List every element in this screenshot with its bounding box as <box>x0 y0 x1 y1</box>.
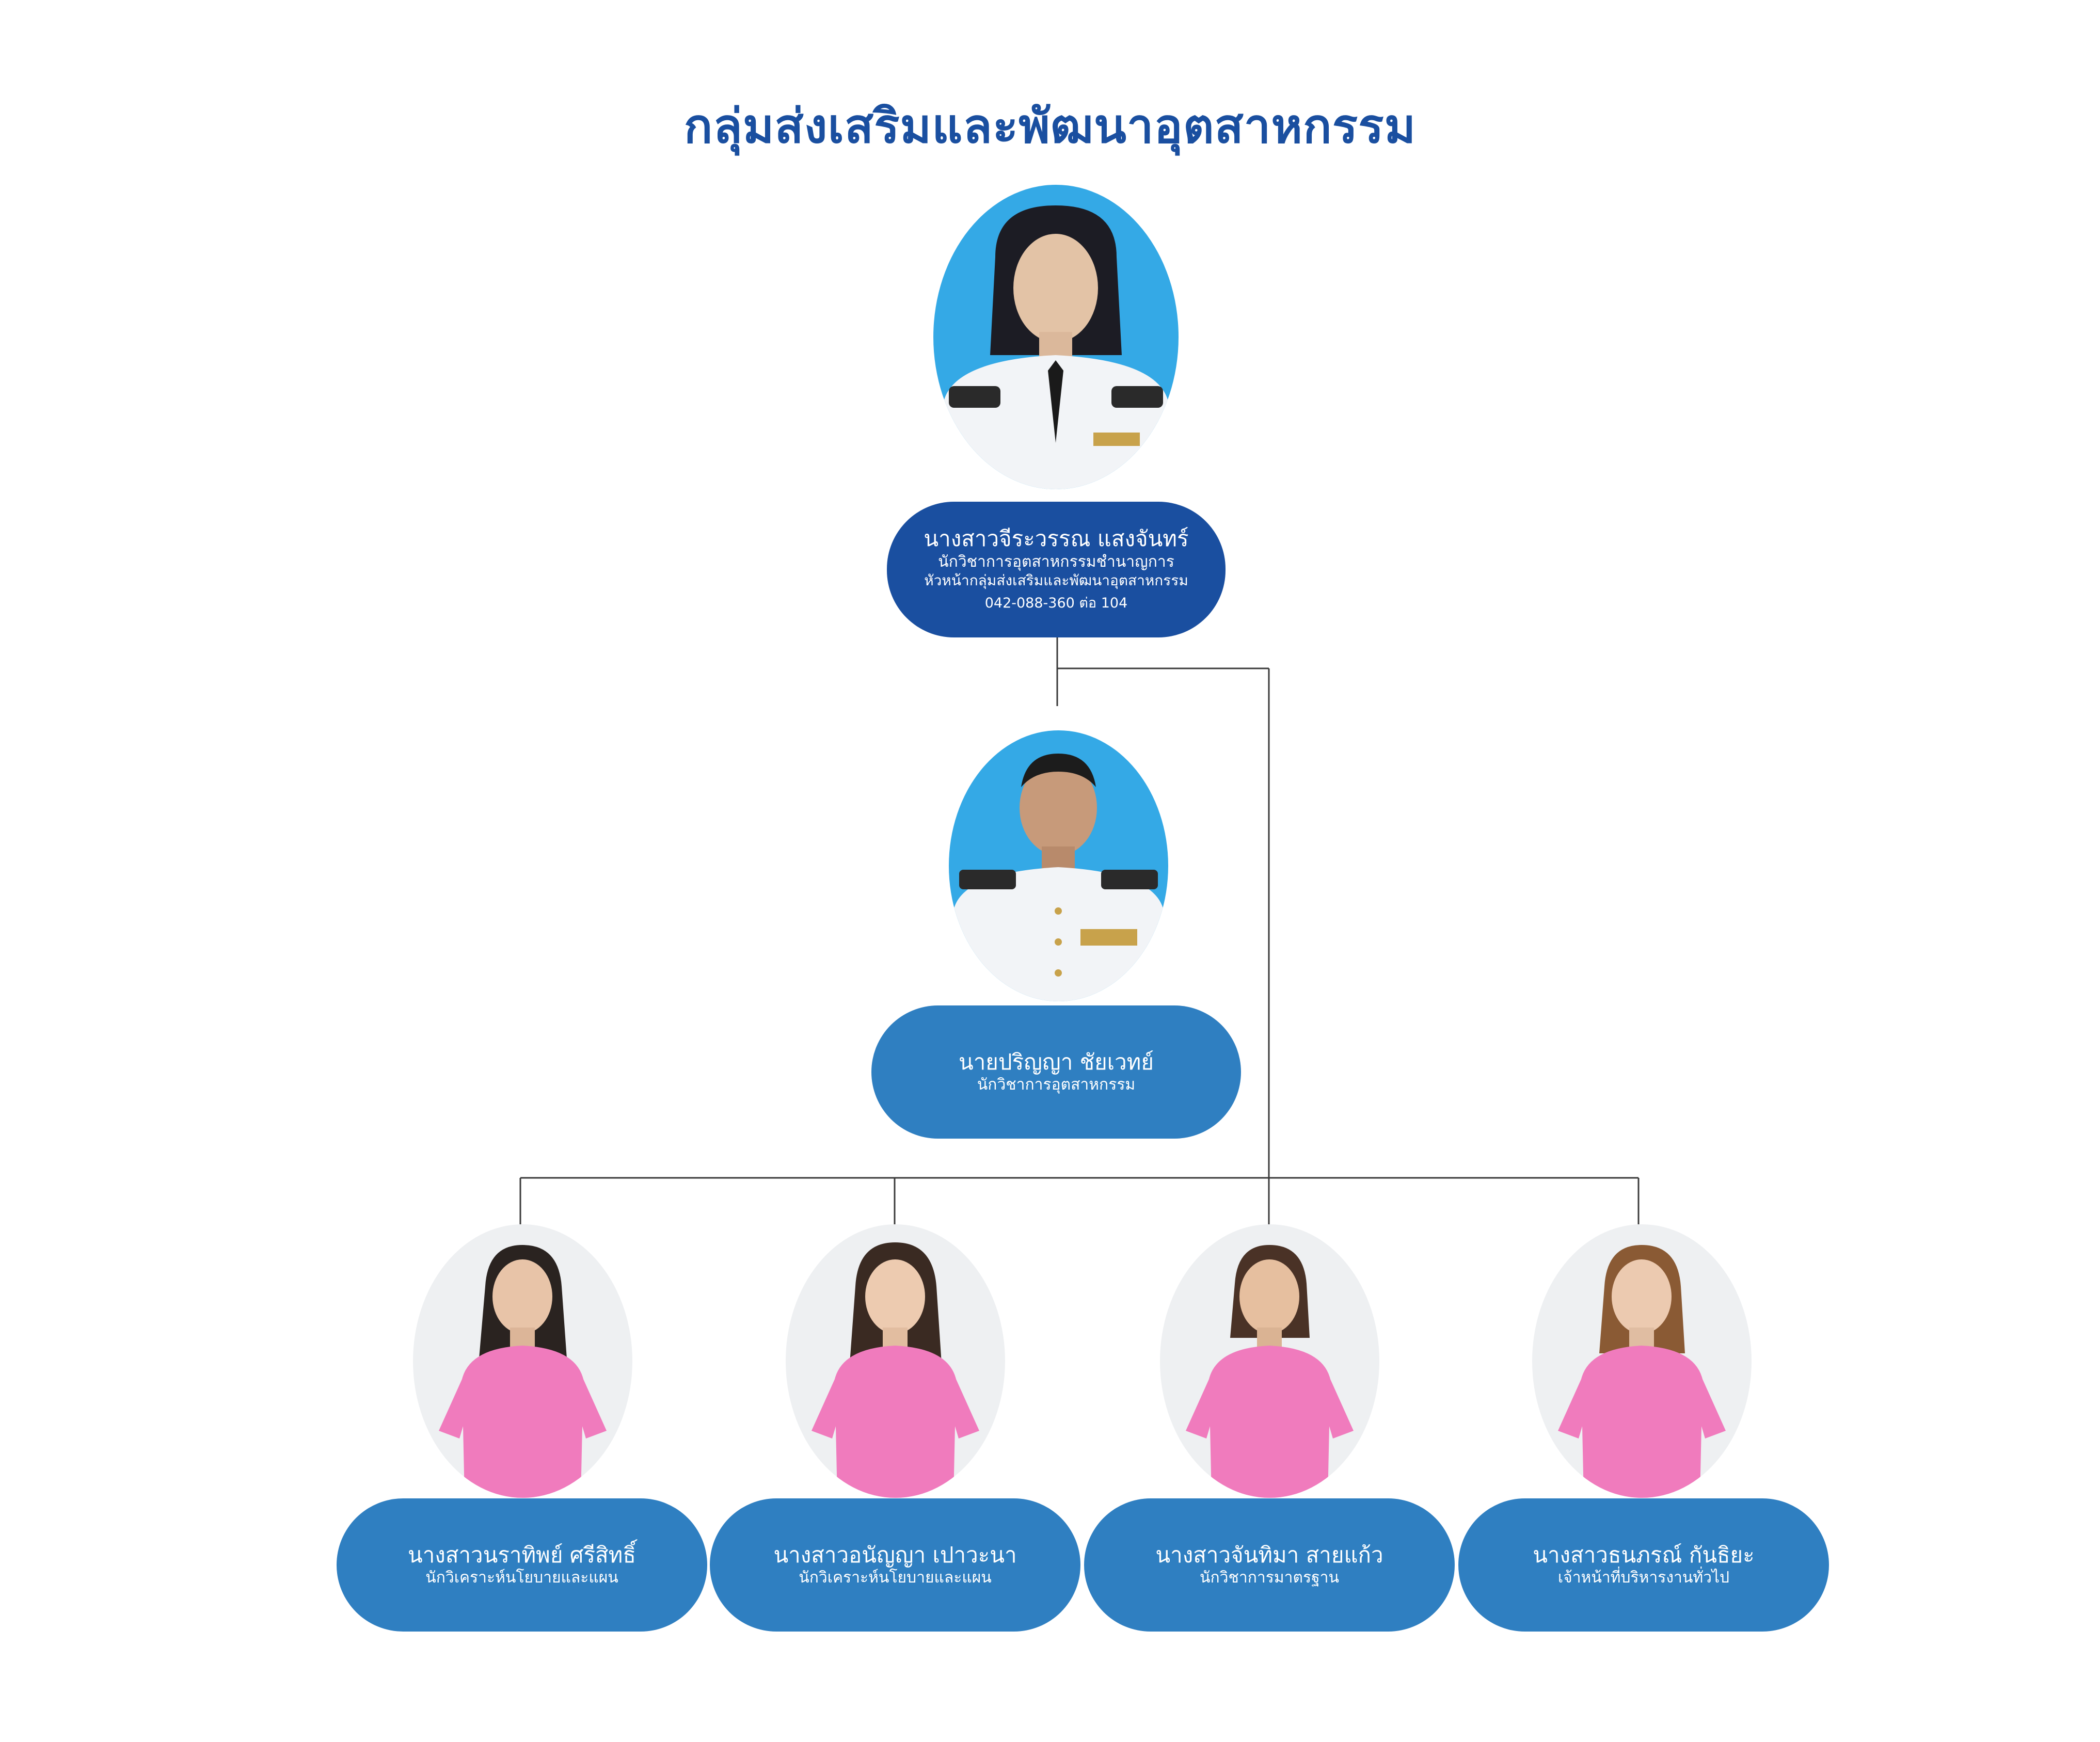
deputy-position: นักวิชาการอุตสาหกรรม <box>977 1076 1136 1094</box>
staff-name: นางสาวอนัญญา เปาวะนา <box>773 1542 1017 1568</box>
portrait-female-uniform-icon <box>933 185 1179 489</box>
staff-photo <box>1160 1224 1379 1498</box>
head-photo <box>933 185 1179 489</box>
staff-card-2: นางสาวอนัญญา เปาวะนา นักวิเคราะห์นโยบายแ… <box>710 1498 1080 1632</box>
portrait-female-pink-shirt-icon <box>1532 1224 1752 1498</box>
staff-name: นางสาวจันทิมา สายแก้ว <box>1155 1542 1383 1568</box>
portrait-female-pink-shirt-icon <box>413 1224 632 1498</box>
head-position: นักวิชาการอุตสาหกรรมชำนาญการ <box>938 552 1174 571</box>
staff-card-1: นางสาวนราทิพย์ ศรีสิทธิ์ นักวิเคราะห์นโย… <box>337 1498 707 1632</box>
deputy-photo <box>949 730 1168 1001</box>
portrait-female-pink-shirt-icon <box>786 1224 1005 1498</box>
head-role: หัวหน้ากลุ่มส่งเสริมและพัฒนาอุตสาหกรรม <box>924 572 1188 589</box>
portrait-male-uniform-icon <box>949 730 1168 1001</box>
page-title: กลุ่มส่งเสริมและพัฒนาอุตสาหกรรม <box>683 99 1417 154</box>
head-card: นางสาวจีระวรรณ แสงจันทร์ นักวิชาการอุตสา… <box>887 502 1226 637</box>
head-phone: 042-088-360 ต่อ 104 <box>984 595 1128 611</box>
staff-photo <box>413 1224 632 1498</box>
deputy-name: นายปริญญา ชัยเวทย์ <box>959 1049 1154 1075</box>
staff-name: นางสาวธนภรณ์ กันธิยะ <box>1533 1542 1755 1568</box>
staff-photo <box>1532 1224 1752 1498</box>
staff-position: เจ้าหน้าที่บริหารงานทั่วไป <box>1557 1569 1730 1587</box>
staff-position: นักวิเคราะห์นโยบายและแผน <box>799 1569 992 1587</box>
head-name: นางสาวจีระวรรณ แสงจันทร์ <box>924 526 1189 552</box>
staff-photo <box>786 1224 1005 1498</box>
portrait-female-pink-shirt-icon <box>1160 1224 1379 1498</box>
deputy-card: นายปริญญา ชัยเวทย์ นักวิชาการอุตสาหกรรม <box>871 1005 1241 1139</box>
staff-card-4: นางสาวธนภรณ์ กันธิยะ เจ้าหน้าที่บริหารงา… <box>1458 1498 1829 1632</box>
staff-position: นักวิเคราะห์นโยบายและแผน <box>425 1569 618 1587</box>
staff-position: นักวิชาการมาตรฐาน <box>1200 1569 1339 1587</box>
staff-card-3: นางสาวจันทิมา สายแก้ว นักวิชาการมาตรฐาน <box>1084 1498 1455 1632</box>
staff-name: นางสาวนราทิพย์ ศรีสิทธิ์ <box>408 1542 636 1568</box>
